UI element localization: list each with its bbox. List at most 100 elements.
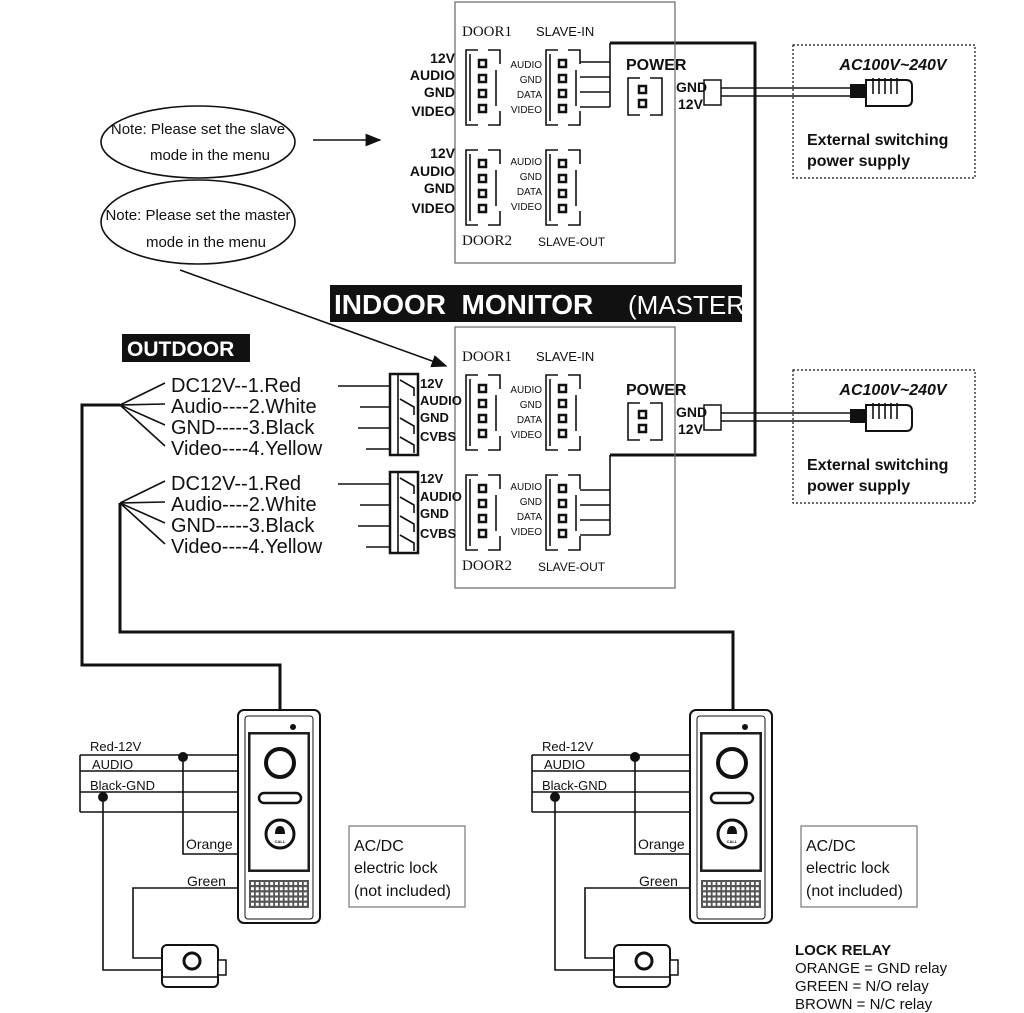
- slave-out-pin-1: GND: [520, 172, 542, 183]
- door2-connector: [465, 474, 501, 551]
- electric-lock-icon: [613, 944, 679, 988]
- door1-connector: [465, 374, 501, 451]
- slave-in-pin-2: DATA: [517, 415, 543, 426]
- lock-relay-line-0: ORANGE = GND relay: [795, 960, 948, 977]
- wire-label-2: GND-----3.Black: [171, 417, 315, 439]
- wire-label-0: DC12V--1.Red: [171, 375, 301, 397]
- supply-label-line1: External switching: [807, 132, 948, 149]
- power-pin-12v: 12V: [678, 96, 704, 112]
- door-station-unit: CALL: [237, 709, 321, 924]
- door2-pin-2: GND: [420, 506, 449, 521]
- door2-pin-0: 12V: [420, 471, 443, 486]
- door2-pin-1: AUDIO: [420, 489, 462, 504]
- slave-out-pin-2: DATA: [517, 512, 543, 523]
- slave-in-pin-0: AUDIO: [510, 385, 542, 396]
- door1-cable: [80, 403, 282, 710]
- door1-pin-2: GND: [420, 410, 449, 425]
- outdoor-wire-group-1: DC12V--1.RedAudio----2.WhiteGND-----3.Bl…: [119, 372, 420, 460]
- slave-out-pin-3: VIDEO: [511, 202, 542, 213]
- supply-label-line1: External switching: [807, 457, 948, 474]
- lock-note-line2: electric lock: [806, 860, 891, 877]
- door1-pin-0: 12V: [430, 50, 456, 66]
- wire-label-3: Video----4.Yellow: [171, 536, 323, 558]
- slave-in-connector: [545, 49, 581, 126]
- note-slave-line2: mode in the menu: [150, 147, 270, 164]
- slave-out-label: SLAVE-OUT: [538, 235, 606, 249]
- door1-pin-1: AUDIO: [420, 393, 462, 408]
- note-master-line2: mode in the menu: [146, 234, 266, 251]
- door2-label: DOOR2: [462, 558, 512, 574]
- door2-cable: [118, 503, 735, 710]
- slave-in-pin-3: VIDEO: [511, 430, 542, 441]
- wire-green: Green: [187, 873, 226, 889]
- door1-label: DOOR1: [462, 24, 512, 40]
- door2-pin-2: GND: [424, 180, 455, 196]
- electric-lock-icon: [161, 944, 227, 988]
- slave-in-pin-1: GND: [520, 400, 542, 411]
- door1-pin-3: VIDEO: [411, 103, 455, 119]
- slave-in-pin-3: VIDEO: [511, 105, 542, 116]
- page-title: INDOOR MONITOR (MASTER): [330, 285, 754, 322]
- slave-out-connector: [545, 149, 581, 226]
- wire-red-12v: Red-12V: [90, 739, 142, 754]
- door1-pin-0: 12V: [420, 376, 443, 391]
- note-slave-line1: Note: Please set the slave: [111, 121, 285, 138]
- lock-relay-title: LOCK RELAY: [795, 942, 891, 959]
- supply-voltage: AC100V~240V: [838, 382, 948, 399]
- door1-pin-3: CVBS: [420, 429, 456, 444]
- outdoor-label: OUTDOOR: [122, 334, 250, 362]
- wire-audio: AUDIO: [544, 757, 585, 772]
- slave-out-pin-3: VIDEO: [511, 527, 542, 538]
- wire-label-2: GND-----3.Black: [171, 515, 315, 537]
- door1-pin-2: GND: [424, 84, 455, 100]
- note-master: Note: Please set the master mode in the …: [100, 179, 296, 265]
- svg-text:OUTDOOR: OUTDOOR: [127, 338, 234, 361]
- door2-pin-0: 12V: [430, 145, 456, 161]
- slave-out-pin-0: AUDIO: [510, 157, 542, 168]
- call-button-label: CALL: [727, 839, 738, 844]
- lock-note: AC/DC electric lock (not included): [348, 825, 466, 908]
- slave-in-label: SLAVE-IN: [536, 349, 594, 364]
- title-main: INDOOR MONITOR: [334, 289, 593, 320]
- wire-black-gnd: Black-GND: [542, 778, 607, 793]
- wire-label-3: Video----4.Yellow: [171, 438, 323, 460]
- wire-orange: Orange: [186, 836, 233, 852]
- door1-label: DOOR1: [462, 349, 512, 365]
- slave-out-pin-2: DATA: [517, 187, 543, 198]
- lock-note-line2: electric lock: [354, 860, 439, 877]
- power-pin-gnd: GND: [676, 404, 707, 420]
- lock-note-line3: (not included): [354, 883, 451, 900]
- slave-in-connector: [545, 374, 581, 451]
- lock-note-line1: AC/DC: [354, 838, 404, 855]
- slave-in-label: SLAVE-IN: [536, 24, 594, 39]
- slave-in-pin-0: AUDIO: [510, 60, 542, 71]
- door2-label: DOOR2: [462, 233, 512, 249]
- power-supply-2: AC100V~240V External switching power suppl…: [703, 369, 976, 504]
- door1-pin-1: AUDIO: [410, 67, 455, 83]
- wire-label-1: Audio----2.White: [171, 494, 317, 516]
- supply-label-line2: power supply: [807, 478, 910, 495]
- power-pin-12v: 12V: [678, 421, 704, 437]
- door2-pin-1: AUDIO: [410, 163, 455, 179]
- wire-label-0: DC12V--1.Red: [171, 473, 301, 495]
- wire-black-gnd: Black-GND: [90, 778, 155, 793]
- note-slave: Note: Please set the slave mode in the m…: [100, 105, 296, 179]
- outdoor-wire-group-2: DC12V--1.RedAudio----2.WhiteGND-----3.Bl…: [119, 470, 420, 558]
- slave-out-label: SLAVE-OUT: [538, 560, 606, 574]
- wire-orange: Orange: [638, 836, 685, 852]
- door1-connector: [465, 49, 501, 126]
- lock-relay-line-2: BROWN = N/C relay: [795, 996, 933, 1013]
- slave-in-pin-1: GND: [520, 75, 542, 86]
- power-label: POWER: [626, 57, 687, 74]
- wire-red-12v: Red-12V: [542, 739, 594, 754]
- wire-audio: AUDIO: [92, 757, 133, 772]
- lock-note-line1: AC/DC: [806, 838, 856, 855]
- slave-bus-cable: [610, 41, 757, 457]
